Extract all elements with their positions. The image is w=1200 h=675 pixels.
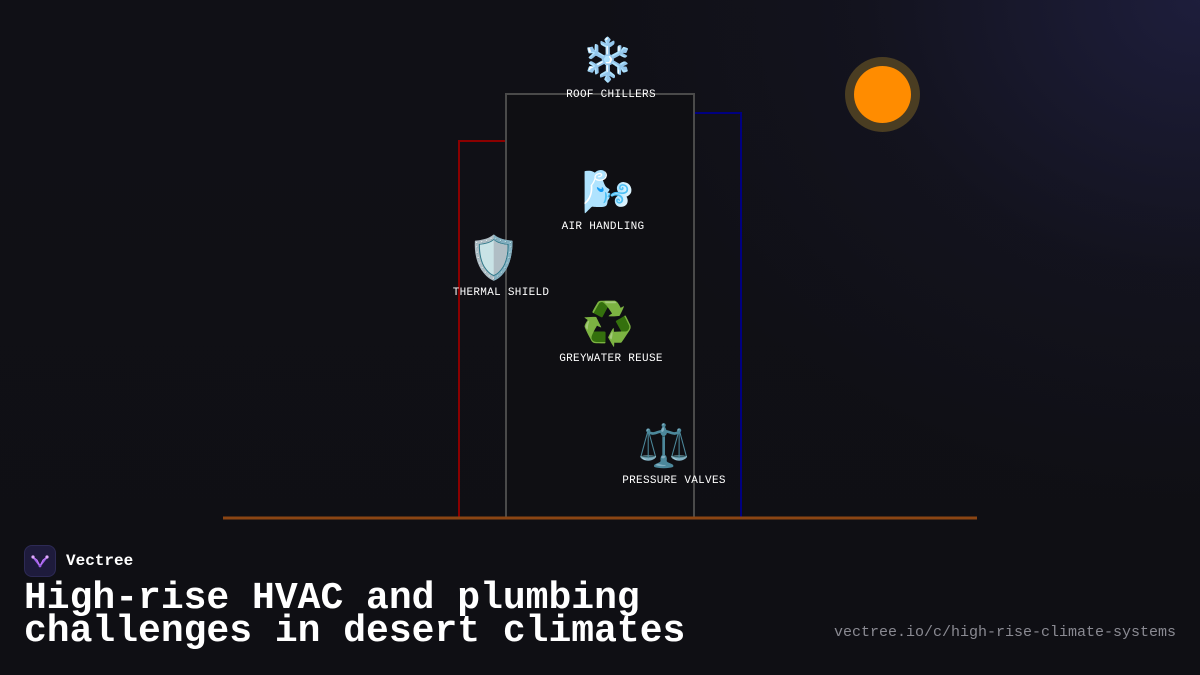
thermal-shield-label: THERMAL SHIELD xyxy=(452,287,550,299)
sun-icon xyxy=(854,66,911,123)
brand: Vectree xyxy=(24,544,133,578)
hot-side-tower-outline xyxy=(458,140,506,518)
air-handling-label: AIR HANDLING xyxy=(561,221,645,233)
main-tower-outline xyxy=(505,93,695,519)
page-title: High-rise HVAC and plumbing challenges i… xyxy=(24,577,686,653)
snowflake-icon: ❄️ xyxy=(581,35,635,84)
scales-icon: ⚖️ xyxy=(637,421,691,470)
wind-icon: 🌬️ xyxy=(581,167,635,216)
roof-chillers-label: ROOF CHILLERS xyxy=(566,89,656,101)
shield-icon: 🛡️ xyxy=(467,233,521,282)
brand-name: Vectree xyxy=(66,552,134,570)
source-url: vectree.io/c/high-rise-climate-systems xyxy=(833,624,1176,641)
vectree-logo-icon xyxy=(24,545,56,577)
greywater-reuse-label: GREYWATER REUSE xyxy=(559,353,663,365)
pressure-valves-label: PRESSURE VALVES xyxy=(622,475,726,487)
recycle-icon: ♻️ xyxy=(581,299,635,348)
cool-side-tower-outline xyxy=(694,112,742,518)
